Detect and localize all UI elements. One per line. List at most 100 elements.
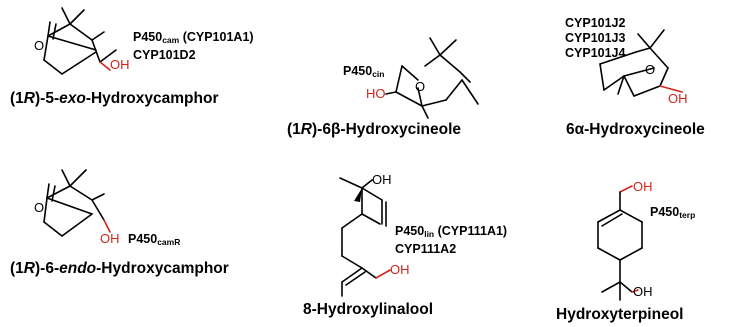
enzyme-list: P450cin [343, 64, 384, 82]
bond [424, 54, 441, 67]
enzyme-label: P450lin (CYP111A1) [395, 224, 508, 239]
bond [61, 213, 93, 237]
atom-label-hydroxyl: OH [110, 57, 130, 72]
bond [385, 91, 397, 95]
bond [619, 209, 643, 223]
bond [361, 267, 377, 279]
atom-label-hydroxyl: OH [668, 91, 688, 106]
bond [91, 39, 101, 63]
enzyme-label: P450cin [343, 64, 385, 79]
enzyme-list: P450camR [128, 232, 180, 250]
atom-label-hydroxyl: HO [366, 86, 386, 101]
bond [597, 209, 621, 223]
bond [617, 75, 625, 95]
compound-name: 6α-Hydroxycineole [566, 121, 705, 138]
atom-label-hydroxyl: OH [390, 262, 410, 277]
atom-label-keto-oxygen: O [34, 200, 45, 215]
bond [635, 47, 651, 53]
bond [439, 54, 461, 73]
atom-label-hydroxyl-tertiary: OH [372, 172, 392, 187]
bond [649, 47, 669, 69]
bond [91, 199, 105, 221]
bond [61, 169, 71, 187]
bond [601, 281, 621, 293]
atom-label-hydroxyl-tertiary: OH [633, 284, 653, 299]
atom-label-ring-oxygen: O [645, 62, 656, 77]
structure-5-exo-hydroxycamphor [43, 7, 117, 75]
bond [43, 221, 63, 237]
bond [47, 35, 97, 51]
bond [633, 85, 661, 97]
bond-hydroxyl [99, 61, 111, 71]
enzyme-list: P450cam (CYP101A1) CYP101D2 [133, 30, 254, 63]
bond [61, 7, 71, 25]
enzyme-list: P450terp [650, 205, 695, 223]
bond-wedge [354, 188, 362, 202]
bond [601, 213, 623, 227]
bond-hydroxyl [619, 185, 633, 193]
bond-hydroxyl [631, 289, 639, 293]
bond [401, 65, 419, 81]
compound-name: (1R)-5-exo-Hydroxycamphor [10, 90, 219, 107]
bond [599, 63, 605, 91]
bond [43, 35, 49, 61]
compound-name: (1R)-6-endo-Hydroxycamphor [10, 260, 229, 277]
structure-hydroxyterpineol [597, 185, 643, 301]
bond [46, 197, 93, 215]
bond [46, 183, 50, 199]
atom-label-ring-oxygen: O [415, 79, 426, 94]
bond [619, 281, 633, 293]
bond [439, 39, 457, 56]
bond [341, 267, 363, 283]
enzyme-label: P450cam (CYP101A1) [133, 30, 254, 45]
bond [421, 99, 447, 107]
bond [361, 179, 373, 189]
bond [361, 187, 383, 201]
bond [69, 9, 85, 25]
bond [619, 247, 643, 261]
bond-hydroxyl [103, 219, 111, 233]
bond [43, 197, 48, 223]
bond [659, 67, 669, 87]
bond [603, 75, 625, 91]
bond [69, 169, 87, 187]
bond [341, 213, 363, 229]
bond [395, 91, 423, 107]
bond [47, 23, 71, 37]
bond [69, 185, 93, 201]
bond [341, 255, 363, 269]
bond [339, 177, 363, 189]
bond [429, 37, 441, 56]
bond [52, 23, 57, 40]
enzyme-label: CYP101J3 [565, 31, 626, 45]
enzyme-label: P450camR [128, 232, 181, 247]
enzyme-list: CYP101J2 CYP101J3 CYP101J4 [565, 16, 625, 61]
bond [461, 79, 479, 105]
bond [597, 247, 621, 261]
bond [395, 65, 403, 93]
enzyme-list: P450lin (CYP111A1) CYP111A2 [395, 224, 507, 257]
bond [99, 49, 117, 63]
atom-label-hydroxyl: OH [633, 179, 653, 194]
bond-hydroxyl [659, 85, 683, 93]
bond [43, 59, 63, 75]
enzyme-label: CYP101J4 [565, 46, 626, 60]
enzyme-label: CYP111A2 [395, 242, 457, 256]
enzyme-label: CYP101D2 [133, 48, 196, 62]
bond [51, 185, 56, 202]
bond [361, 213, 381, 225]
bond [637, 33, 651, 49]
structure-6beta-hydroxycineole [385, 37, 479, 119]
structure-6-endo-hydroxycamphor [43, 169, 111, 237]
bond [46, 185, 71, 199]
bond [61, 51, 97, 75]
compound-name: (1R)-6β-Hydroxycineole [287, 121, 461, 138]
bond [421, 105, 429, 119]
enzyme-label: P450terp [650, 205, 696, 220]
compound-name: 8-Hydroxylinalool [303, 301, 434, 318]
atom-label-keto-oxygen: O [34, 38, 45, 53]
atom-label-hydroxyl: OH [100, 231, 120, 246]
bond [623, 67, 655, 77]
